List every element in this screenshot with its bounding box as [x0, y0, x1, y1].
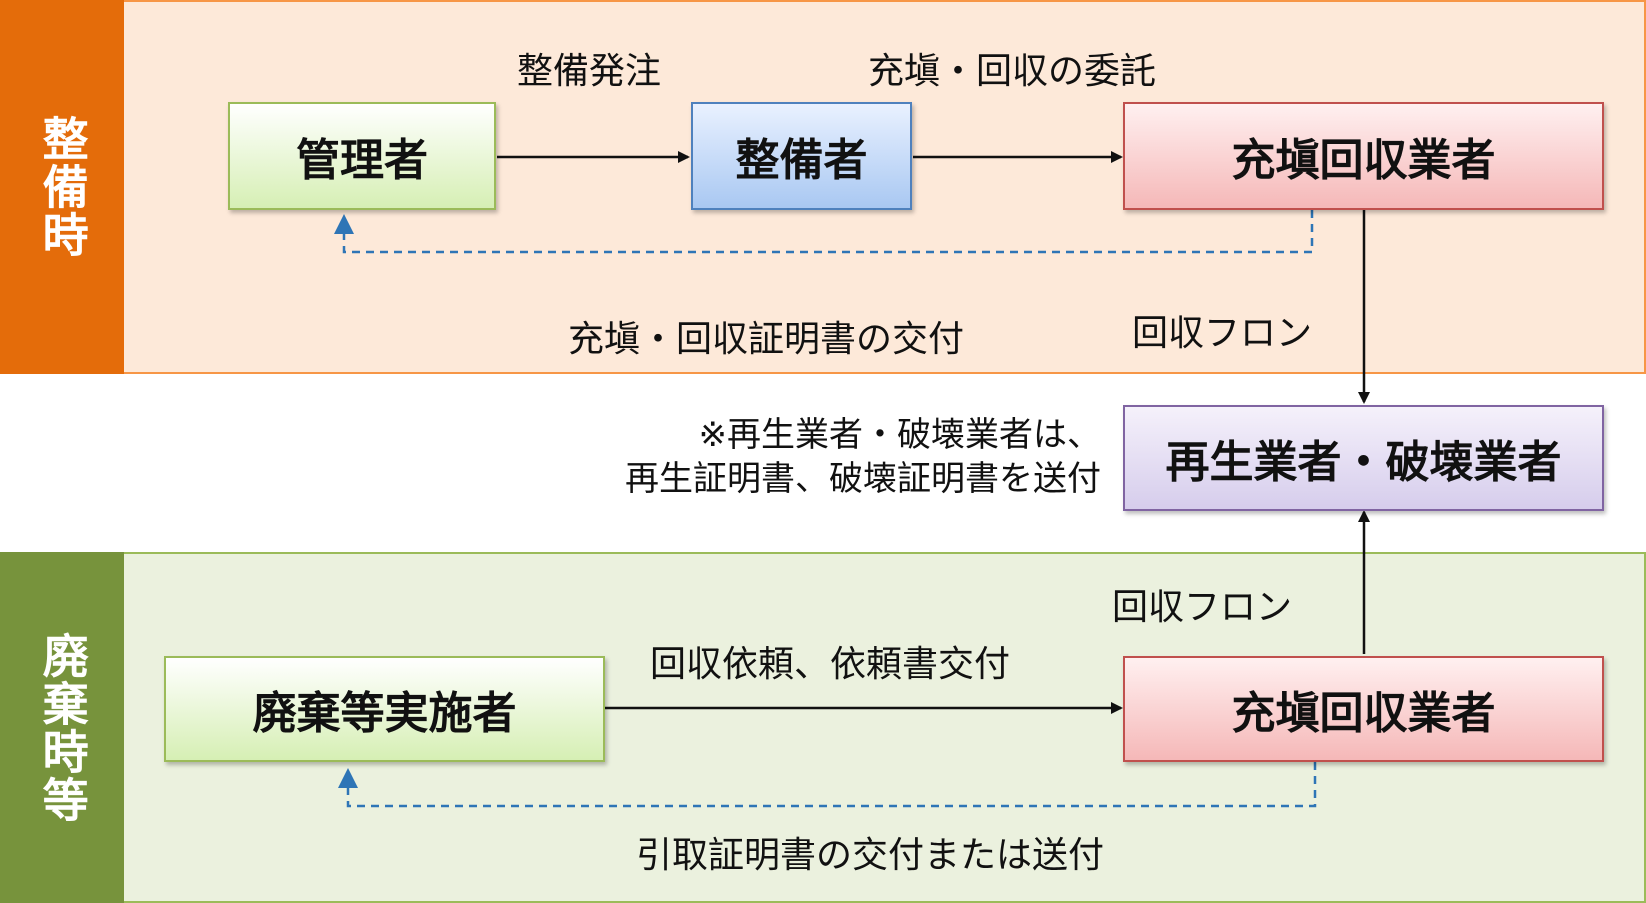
- node-filler-bottom: 充塡回収業者: [1123, 656, 1604, 762]
- label-transfer-cert: 引取証明書の交付または送付: [636, 835, 1105, 876]
- label-request: 回収依頼、依頼書交付: [650, 644, 1011, 685]
- node-maintainer-label: 整備者: [735, 135, 868, 186]
- label-certificate-issue: 充塡・回収証明書の交付: [568, 319, 965, 360]
- label-entrust: 充塡・回収の委託: [868, 51, 1157, 92]
- label-recovered-bottom: 回収フロン: [1112, 587, 1293, 628]
- arrow-certificate-return: [342, 210, 1314, 254]
- node-filler-bottom-label: 充塡回収業者: [1231, 688, 1496, 739]
- arrow-transfer-return-head: [338, 768, 358, 788]
- label-order: 整備発注: [517, 51, 662, 92]
- node-recycler-label: 再生業者・破壊業者: [1165, 437, 1562, 488]
- node-recycler: 再生業者・破壊業者: [1123, 405, 1604, 511]
- node-disposer: 廃棄等実施者: [164, 656, 605, 762]
- maintenance-band-label: 整備時: [35, 115, 90, 259]
- label-recovered-top: 回収フロン: [1132, 313, 1313, 354]
- disposal-band-label: 廃棄時等: [35, 631, 90, 824]
- arrow-certificate-return-head: [334, 214, 354, 234]
- node-maintainer: 整備者: [691, 102, 912, 210]
- node-filler-top: 充塡回収業者: [1123, 102, 1604, 210]
- node-manager: 管理者: [228, 102, 496, 210]
- node-filler-top-label: 充塡回収業者: [1231, 135, 1496, 186]
- arrow-transfer-return: [346, 762, 1317, 808]
- maintenance-band-label-box: 整備時: [0, 0, 124, 374]
- node-manager-label: 管理者: [296, 135, 428, 186]
- recycler-note-line1: ※再生業者・破壊業者は、: [698, 415, 1102, 455]
- node-disposer-label: 廃棄等実施者: [252, 688, 517, 739]
- recycler-note-line2: 再生証明書、破壊証明書を送付: [625, 459, 1101, 500]
- disposal-band-label-box: 廃棄時等: [0, 552, 124, 903]
- recycler-note: ※再生業者・破壊業者は、 再生証明書、破壊証明書を送付: [625, 413, 1101, 501]
